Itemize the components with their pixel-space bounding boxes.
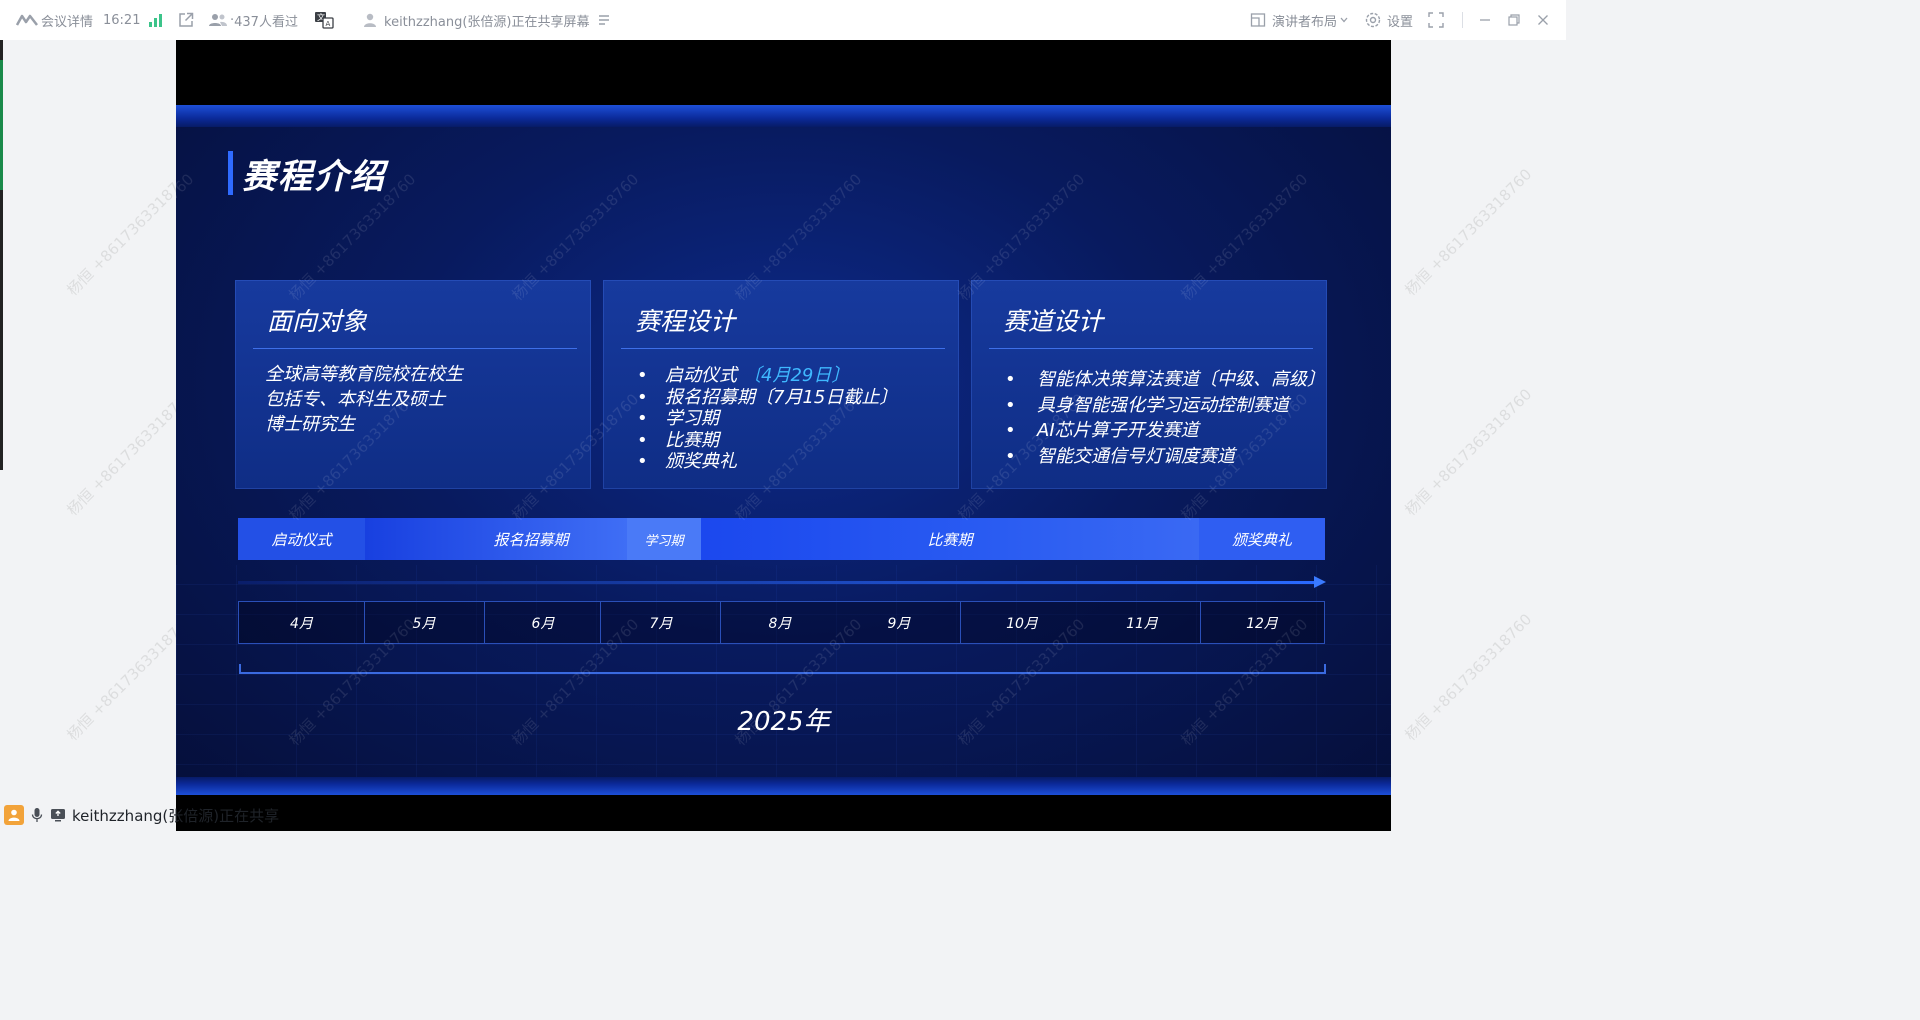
card-body: 全球高等教育院校在校生 包括专、本科生及硕士 博士研究生: [265, 362, 463, 437]
month-divider: [1200, 602, 1201, 643]
list-item: 学习期: [637, 408, 897, 430]
schedule-list: 启动仪式〔4月29日〕 报名招募期〔7月15日截止〕 学习期 比赛期 颁奖典礼: [637, 365, 897, 473]
phase-award: 颁奖典礼: [1199, 518, 1325, 560]
settings-button[interactable]: 设置: [1364, 0, 1413, 40]
layout-icon: [1250, 12, 1266, 28]
card-divider: [253, 348, 577, 349]
meeting-time: 16:21: [103, 12, 141, 28]
month-cell: 12月: [1246, 615, 1278, 632]
share-status-label: keithzzhang(张倍源)正在共享: [72, 806, 280, 825]
list-item: 颁奖典礼: [637, 451, 897, 473]
slide-canvas: 赛程介绍 面向对象 全球高等教育院校在校生 包括专、本科生及硕士 博士研究生 赛…: [176, 105, 1391, 795]
list-icon[interactable]: [598, 14, 610, 26]
slide-bottom-strip: [176, 777, 1391, 795]
svg-text:A: A: [326, 20, 331, 28]
card-line-text: 全球高等教育院校在校生: [265, 364, 463, 385]
month-cell: 7月: [649, 615, 673, 632]
phase-competition: 比赛期: [701, 518, 1199, 560]
card-title: 赛道设计: [1003, 307, 1104, 336]
launch-date: 〔4月29日〕: [743, 365, 850, 386]
year-bracket: [239, 664, 1326, 674]
month-cell: 4月: [290, 615, 313, 632]
year-label: 2025年: [737, 707, 830, 737]
watermark: 杨恒 +8617363318760: [1401, 385, 1536, 520]
open-external-icon[interactable]: [178, 0, 194, 40]
month-cell: 5月: [412, 615, 436, 632]
month-cell: 10月: [1006, 615, 1038, 632]
card-title: 赛程设计: [635, 307, 736, 336]
list-item: 比赛期: [637, 430, 897, 452]
month-divider: [960, 602, 961, 643]
list-item: 智能交通信号灯调度赛道: [1005, 444, 1325, 470]
card-line-text: 包括专、本科生及硕士: [265, 389, 445, 410]
viewers-label: 437人看过: [234, 14, 298, 30]
timeline-arrow-head: [1314, 576, 1326, 588]
people-icon: [208, 13, 228, 27]
card-divider: [989, 348, 1313, 349]
meeting-details-button[interactable]: 会议详情: [16, 0, 93, 40]
sharing-status-label: keithzzhang(张倍源)正在共享屏幕: [384, 14, 590, 30]
timeline-arrow-line: [238, 581, 1316, 584]
audience-card: 面向对象 全球高等教育院校在校生 包括专、本科生及硕士 博士研究生: [235, 280, 591, 489]
meeting-details-label: 会议详情: [41, 14, 94, 30]
list-item: AI芯片算子开发赛道: [1005, 418, 1325, 444]
restore-window-icon[interactable]: [1507, 0, 1521, 40]
watermark: 杨恒 +8617363318760: [176, 170, 198, 304]
phase-registration: 报名招募期: [365, 518, 627, 560]
month-cell: 8月: [768, 615, 792, 632]
settings-label: 设置: [1387, 14, 1414, 30]
watermark: 杨恒 +8617363318760: [1401, 165, 1536, 300]
month-divider: [720, 602, 721, 643]
network-signal-icon[interactable]: [148, 0, 164, 40]
svg-text:文: 文: [317, 12, 325, 22]
meeting-logo-icon: [16, 13, 38, 27]
close-icon[interactable]: [1536, 0, 1550, 40]
month-divider: [484, 602, 485, 643]
slide-top-strip: [176, 105, 1391, 127]
list-item: 启动仪式〔4月29日〕: [637, 365, 897, 387]
screen-share-icon: [48, 805, 68, 825]
tracks-list: 智能体决策算法赛道〔中级、高级〕 具身智能强化学习运动控制赛道 AI芯片算子开发…: [1005, 367, 1325, 469]
month-divider: [364, 602, 365, 643]
chevron-down-icon: [1340, 17, 1348, 23]
months-row: 4月 5月 6月 7月 8月 9月 10月 11月 12月: [238, 601, 1325, 644]
month-cell: 6月: [531, 615, 555, 632]
tracks-card: 赛道设计 智能体决策算法赛道〔中级、高级〕 具身智能强化学习运动控制赛道 AI芯…: [971, 280, 1327, 489]
list-item: 报名招募期〔7月15日截止〕: [637, 387, 897, 409]
card-line-text: 博士研究生: [265, 414, 355, 435]
schedule-card: 赛程设计 启动仪式〔4月29日〕 报名招募期〔7月15日截止〕 学习期 比赛期 …: [603, 280, 959, 489]
watermark: 杨恒 +8617363318760: [1401, 610, 1536, 745]
month-divider: [600, 602, 601, 643]
shared-screen: 赛程介绍 面向对象 全球高等教育院校在校生 包括专、本科生及硕士 博士研究生 赛…: [176, 40, 1391, 831]
card-title: 面向对象: [267, 307, 368, 336]
list-item: 具身智能强化学习运动控制赛道: [1005, 393, 1325, 419]
card-divider: [621, 348, 945, 349]
title-accent-bar: [228, 151, 233, 195]
presenter-avatar-icon: [362, 12, 378, 28]
presenter-layout-button[interactable]: 演讲者布局: [1250, 0, 1348, 40]
toolbar-divider: [1462, 0, 1464, 40]
presenter-layout-label: 演讲者布局: [1272, 14, 1338, 30]
gear-icon: [1364, 11, 1382, 29]
viewers-count[interactable]: · 437人看过: [208, 0, 298, 40]
share-status-bar[interactable]: keithzzhang(张倍源)正在共享: [4, 801, 279, 829]
fullscreen-icon[interactable]: [1428, 0, 1444, 40]
sharing-status[interactable]: keithzzhang(张倍源)正在共享屏幕: [362, 0, 610, 40]
month-cell: 9月: [887, 615, 911, 632]
list-item: 智能体决策算法赛道〔中级、高级〕: [1005, 367, 1325, 393]
side-edge: [0, 40, 3, 470]
month-cell: 11月: [1126, 615, 1158, 632]
minimize-icon[interactable]: [1478, 0, 1492, 40]
microphone-icon[interactable]: [27, 805, 47, 825]
phase-launch: 启动仪式: [238, 518, 365, 560]
perspective-grid: [176, 565, 1391, 795]
phase-learning: 学习期: [627, 518, 701, 560]
side-edge-accent: [0, 60, 3, 190]
user-avatar-icon: [4, 805, 24, 825]
slide-title: 赛程介绍: [242, 157, 386, 197]
